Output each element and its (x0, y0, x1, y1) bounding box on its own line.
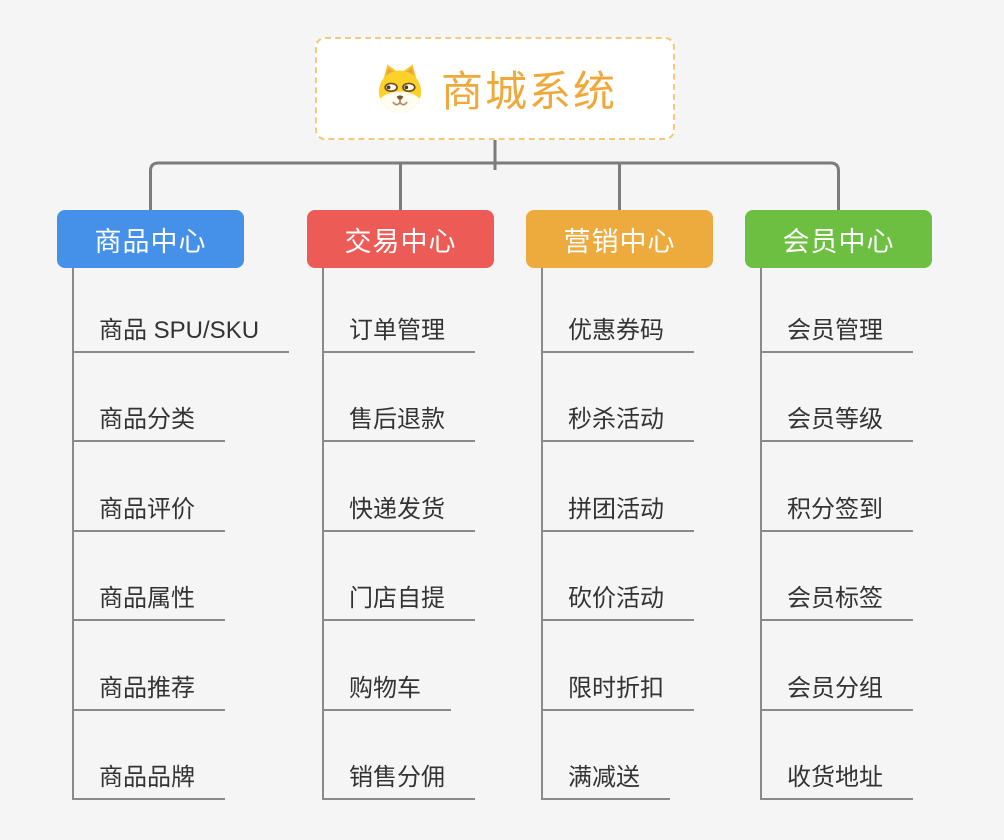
mindmap-item[interactable]: 订单管理 (322, 316, 475, 353)
mindmap-item[interactable]: 满减送 (541, 763, 670, 800)
mindmap-item[interactable]: 购物车 (322, 674, 451, 711)
branch-header-marketing[interactable]: 营销中心 (526, 210, 713, 268)
mindmap-item[interactable]: 限时折扣 (541, 674, 694, 711)
branch-header-trade[interactable]: 交易中心 (307, 210, 494, 268)
branch-column-member: 会员中心 会员管理 会员等级 积分签到 会员标签 会员分组 收货地址 (745, 210, 1004, 820)
branch-vertical-line (760, 268, 762, 800)
branch-header-member[interactable]: 会员中心 (745, 210, 932, 268)
mindmap-item[interactable]: 会员管理 (760, 316, 913, 353)
root-node[interactable]: 商城系统 (315, 37, 675, 140)
connector-horizontal-rail (149, 161, 840, 210)
mindmap-item[interactable]: 门店自提 (322, 584, 475, 621)
mindmap-item[interactable]: 收货地址 (760, 763, 913, 800)
branch-vertical-line (541, 268, 543, 800)
mindmap-item[interactable]: 秒杀活动 (541, 405, 694, 442)
root-title: 商城系统 (440, 68, 617, 115)
mindmap-item[interactable]: 快递发货 (322, 495, 475, 532)
mindmap-item[interactable]: 砍价活动 (541, 584, 694, 621)
mindmap-item[interactable]: 商品推荐 (72, 674, 225, 711)
mindmap-item[interactable]: 销售分佣 (322, 763, 475, 800)
branch-column-marketing: 营销中心 优惠券码 秒杀活动 拼团活动 砍价活动 限时折扣 满减送 (526, 210, 786, 820)
mindmap-item[interactable]: 会员标签 (760, 584, 913, 621)
doge-icon (378, 64, 422, 113)
mindmap-item[interactable]: 会员分组 (760, 674, 913, 711)
mindmap-item[interactable]: 积分签到 (760, 495, 913, 532)
mindmap-item[interactable]: 售后退款 (322, 405, 475, 442)
mindmap-item[interactable]: 商品属性 (72, 584, 225, 621)
mindmap-item[interactable]: 商品评价 (72, 495, 225, 532)
branch-header-product[interactable]: 商品中心 (57, 210, 244, 268)
mindmap-item[interactable]: 商品分类 (72, 405, 225, 442)
mindmap-item[interactable]: 会员等级 (760, 405, 913, 442)
mindmap-item[interactable]: 拼团活动 (541, 495, 694, 532)
branch-column-trade: 交易中心 订单管理 售后退款 快递发货 门店自提 购物车 销售分佣 (307, 210, 567, 820)
mindmap-item[interactable]: 优惠券码 (541, 316, 694, 353)
mindmap-item[interactable]: 商品品牌 (72, 763, 225, 800)
branch-vertical-line (72, 268, 74, 800)
mindmap-item[interactable]: 商品 SPU/SKU (72, 316, 290, 353)
branch-column-product: 商品中心 商品 SPU/SKU 商品分类 商品评价 商品属性 商品推荐 商品品牌 (57, 210, 317, 820)
branch-vertical-line (322, 268, 324, 800)
